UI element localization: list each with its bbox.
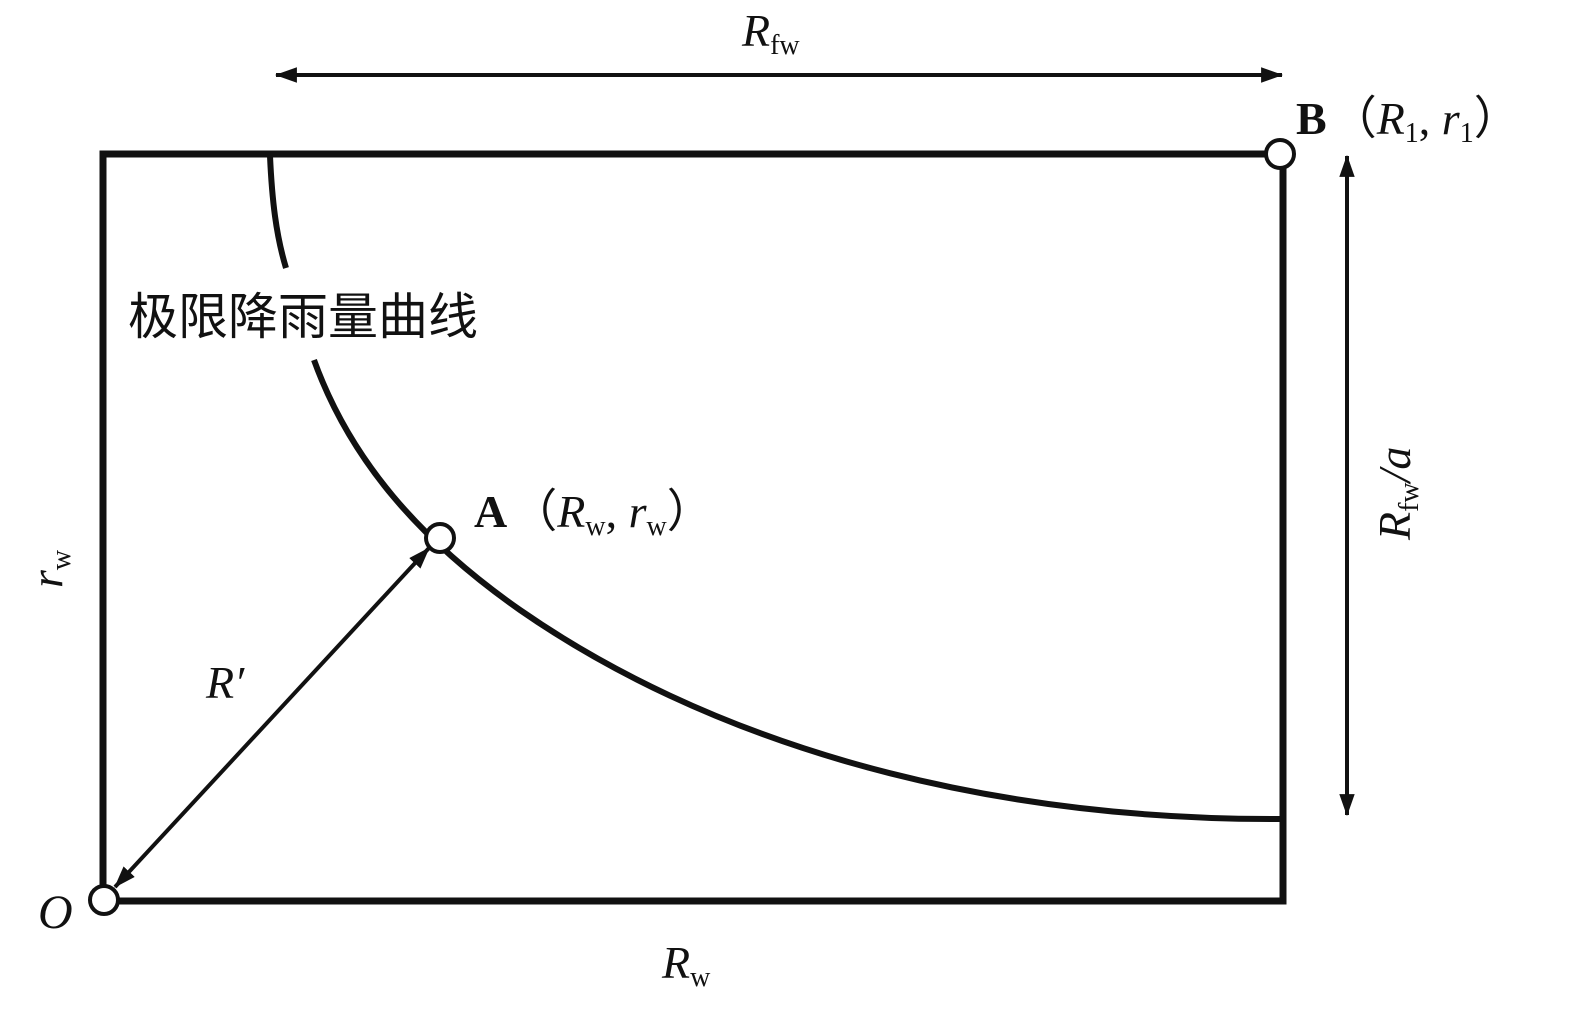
point-a-marker bbox=[424, 522, 456, 554]
radius-arrow bbox=[113, 546, 431, 889]
boundary-rectangle bbox=[99, 150, 1287, 905]
point-b-marker bbox=[1264, 138, 1296, 170]
limit-rainfall-curve-upper bbox=[267, 155, 289, 269]
right-dimension-label: Rfw/a bbox=[1369, 447, 1425, 541]
limit-rainfall-curve-lower bbox=[311, 358, 1281, 823]
curve-label: 极限降雨量曲线 bbox=[128, 288, 478, 346]
bottom-dimension-label: Rw bbox=[661, 937, 711, 993]
origin-label: O bbox=[38, 886, 73, 939]
left-dimension-label: rw bbox=[21, 549, 77, 588]
point-a-label: A（Rw, rw） bbox=[474, 486, 713, 542]
radius-label: R′ bbox=[205, 657, 245, 708]
origin-marker bbox=[88, 884, 120, 916]
top-dimension-label: Rfw bbox=[741, 5, 800, 61]
point-b-label: B（R1, r1） bbox=[1296, 93, 1520, 149]
